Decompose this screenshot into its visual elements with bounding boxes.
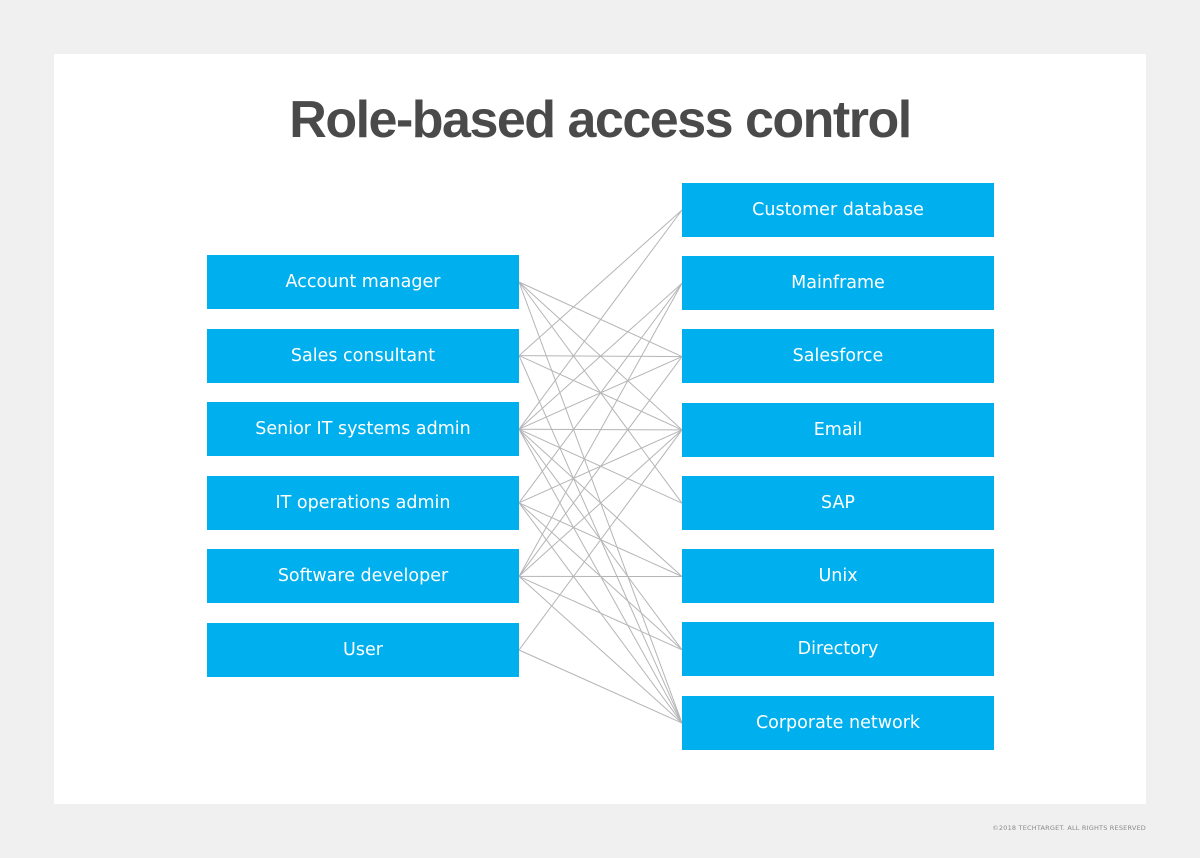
connection-line — [518, 429, 683, 577]
resource-email: Email — [682, 403, 994, 457]
connection-line — [518, 209, 683, 356]
resource-sap: SAP — [682, 476, 994, 530]
role-senior-it-systems-admin: Senior IT systems admin — [207, 402, 519, 456]
role-software-developer: Software developer — [207, 549, 519, 603]
connection-line — [518, 356, 683, 577]
connection-line — [518, 209, 683, 430]
connection-line — [518, 649, 683, 724]
role-it-operations-admin: IT operations admin — [207, 476, 519, 530]
role-user: User — [207, 623, 519, 677]
resource-salesforce: Salesforce — [682, 329, 994, 383]
connection-line — [518, 575, 683, 651]
resource-customer-database: Customer database — [682, 183, 994, 237]
resource-directory: Directory — [682, 622, 994, 676]
connection-line — [518, 429, 683, 651]
connection-line — [518, 283, 683, 577]
diagram-title: Role-based access control — [289, 91, 912, 149]
resource-unix: Unix — [682, 549, 994, 603]
role-account-manager: Account manager — [207, 255, 519, 309]
role-sales-consultant: Sales consultant — [207, 329, 519, 383]
connection-line — [518, 282, 683, 430]
copyright-notice: ©2018 TECHTARGET. ALL RIGHTS RESERVED — [992, 824, 1146, 832]
resource-mainframe: Mainframe — [682, 256, 994, 310]
resource-corporate-network: Corporate network — [682, 696, 994, 750]
connection-line — [518, 283, 683, 504]
connection-line — [518, 576, 683, 724]
